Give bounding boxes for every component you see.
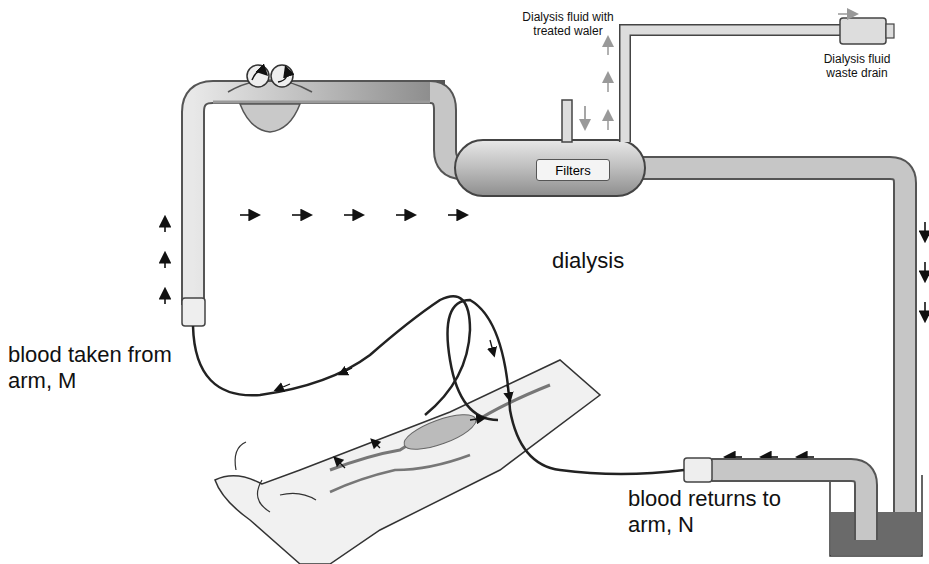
text-label: Dialysis fluid with treated waler: [512, 10, 624, 39]
text-label: dialysis: [552, 248, 672, 274]
filter-label-box: Filters: [536, 159, 610, 181]
node-text: Filters: [555, 163, 590, 178]
text-label: blood taken from arm, M: [8, 342, 193, 395]
text-label: Dialysis fluid waste drain: [812, 52, 902, 81]
text-label: blood returns to arm, N: [628, 486, 828, 539]
